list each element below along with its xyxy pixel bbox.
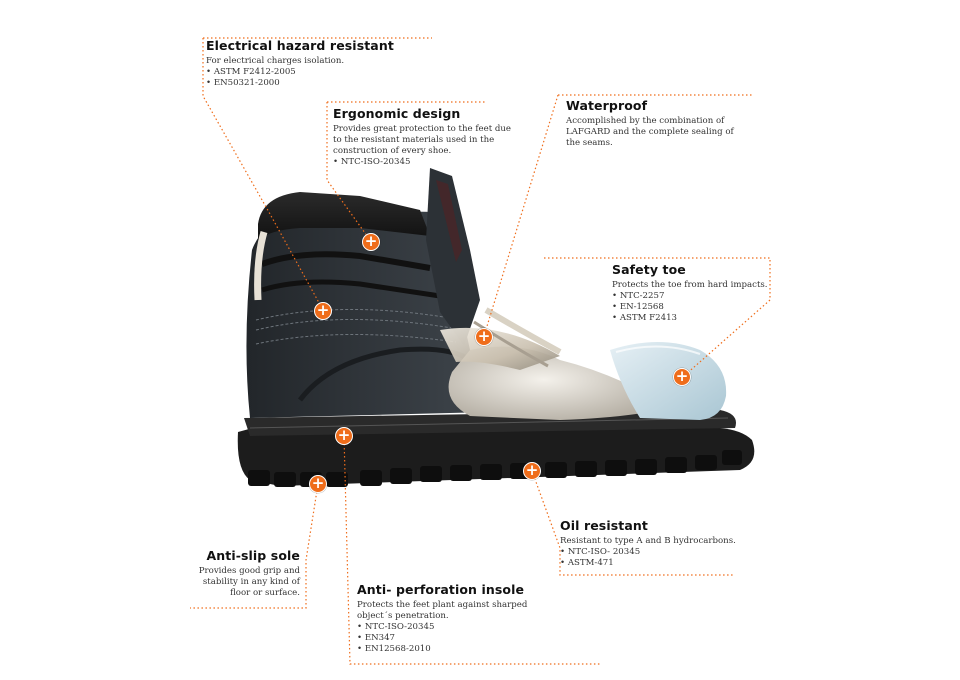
callout-title: Ergonomic design (333, 106, 461, 121)
description-line: the seams. (566, 138, 613, 148)
standard-item: NTC-ISO-20345 (333, 157, 543, 168)
standard-item: EN347 (357, 633, 587, 644)
callout-title: Oil resistant (560, 518, 648, 533)
callout-description: For electrical charges isolation. (206, 56, 345, 66)
callout-oil-resistant: Oil resistant Resistant to type A and B … (560, 518, 760, 569)
callout-ergonomic-design: Ergonomic design Provides great protecti… (333, 106, 543, 168)
callout-title: Safety toe (612, 262, 686, 277)
callout-description: Protects the toe from hard impacts. (612, 280, 768, 290)
description-line: to the resistant materials used in the (333, 135, 495, 145)
description-line: Accomplished by the combination of (566, 116, 725, 126)
standard-item: NTC-ISO- 20345 (560, 547, 760, 558)
description-line: floor or surface. (230, 588, 300, 598)
standard-item: NTC-ISO-20345 (357, 622, 587, 633)
callout-electrical-hazard: Electrical hazard resistant For electric… (206, 38, 436, 89)
standard-item: ASTM F2413 (612, 313, 782, 324)
plus-icon-safety-toe[interactable]: + (673, 368, 691, 386)
callout-description: Protects the feet plant against sharped … (357, 600, 587, 622)
padded-collar-shape (258, 192, 430, 240)
callout-title: Electrical hazard resistant (206, 38, 394, 53)
standard-item: ASTM-471 (560, 558, 760, 569)
callout-anti-perforation-insole: Anti- perforation insole Protects the fe… (357, 582, 587, 655)
callout-waterproof: Waterproof Accomplished by the combinati… (566, 98, 766, 149)
callout-safety-toe: Safety toe Protects the toe from hard im… (612, 262, 782, 324)
callout-title: Anti-slip sole (206, 548, 300, 563)
callout-title: Waterproof (566, 98, 648, 113)
description-line: Protects the feet plant against sharped (357, 600, 528, 610)
callout-description: Accomplished by the combination of LAFGA… (566, 116, 766, 149)
plus-icon-oil-resistant[interactable]: + (523, 462, 541, 480)
description-line: stability in any kind of (202, 577, 300, 587)
plus-icon-anti-slip-sole[interactable]: + (309, 475, 327, 493)
callout-description: Provides great protection to the feet du… (333, 124, 543, 157)
standard-item: EN-12568 (612, 302, 782, 313)
callout-description: Resistant to type A and B hydrocarbons. (560, 536, 736, 546)
callout-title: Anti- perforation insole (357, 582, 525, 597)
standards-list: NTC-ISO-20345 (333, 157, 543, 168)
description-line: Provides great protection to the feet du… (333, 124, 512, 134)
standards-list: NTC-ISO-20345 EN347 EN12568-2010 (357, 622, 587, 655)
callout-description: Provides good grip and stability in any … (180, 566, 300, 599)
callout-anti-slip-sole: Anti-slip sole Provides good grip and st… (180, 548, 300, 599)
plus-icon-anti-perforation-insole[interactable]: + (335, 427, 353, 445)
description-line: object´s penetration. (357, 611, 449, 621)
leader-lines (190, 37, 771, 665)
standards-list: NTC-2257 EN-12568 ASTM F2413 (612, 291, 782, 324)
description-line: LAFGARD and the complete sealing of (566, 127, 734, 137)
safety-toe-cap-shape (610, 342, 727, 420)
standard-item: EN50321-2000 (206, 78, 436, 89)
plus-icon-electrical-hazard[interactable]: + (314, 302, 332, 320)
standard-item: ASTM F2412-2005 (206, 67, 436, 78)
standard-item: NTC-2257 (612, 291, 782, 302)
plus-icon-waterproof[interactable]: + (475, 328, 493, 346)
description-line: construction of every shoe. (333, 146, 452, 156)
description-line: Provides good grip and (198, 566, 300, 576)
plus-icon-ergonomic-design[interactable]: + (362, 233, 380, 251)
standards-list: NTC-ISO- 20345 ASTM-471 (560, 547, 760, 569)
standards-list: ASTM F2412-2005 EN50321-2000 (206, 67, 436, 89)
tongue-shape (426, 168, 480, 346)
standard-item: EN12568-2010 (357, 644, 587, 655)
